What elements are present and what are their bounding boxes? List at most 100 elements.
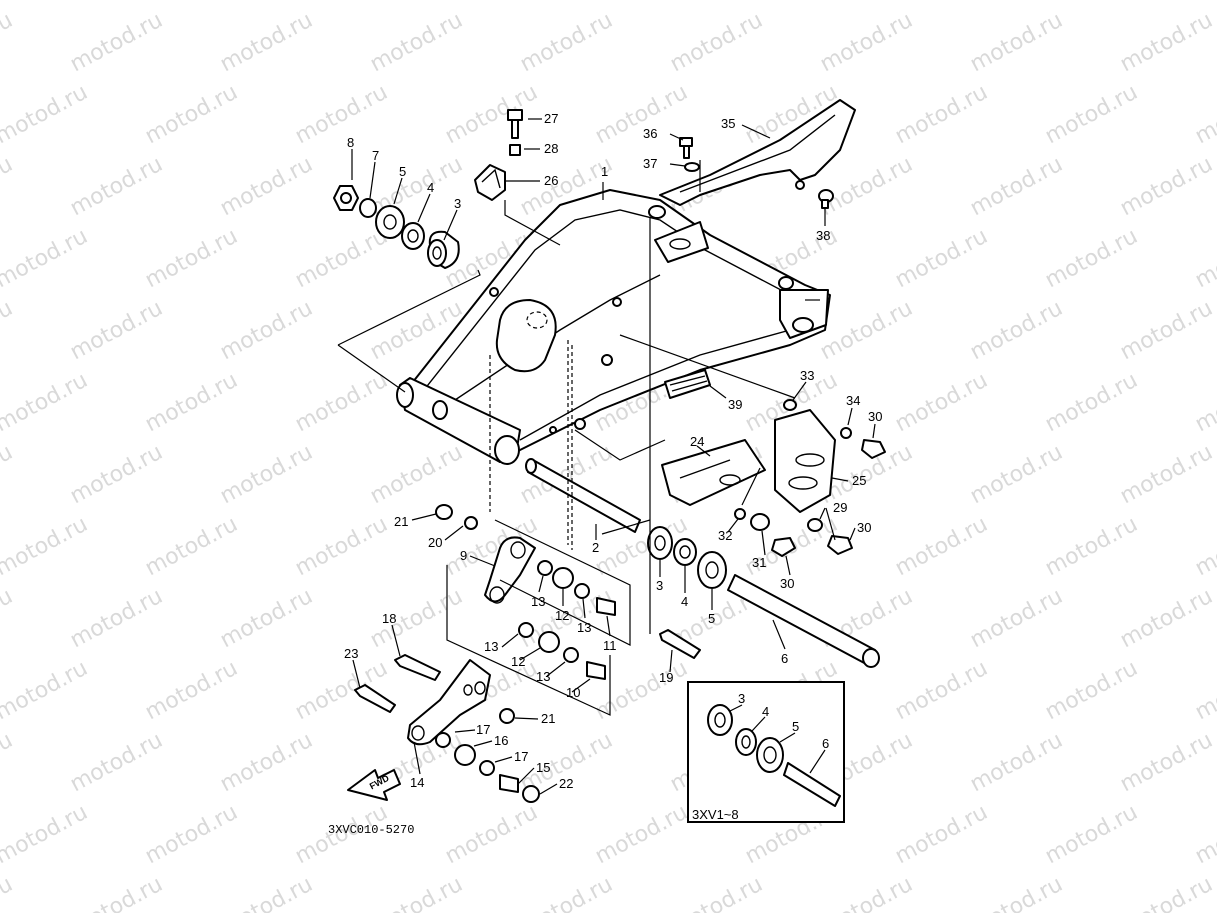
watermark-text: motod.ru <box>0 296 17 365</box>
watermark-text: motod.ru <box>291 512 392 581</box>
watermark-text: motod.ru <box>291 656 392 725</box>
callout-3: 3 <box>454 196 461 211</box>
callout-13: 13 <box>531 594 545 609</box>
watermark-text: motod.ru <box>891 656 992 725</box>
inset-variant-box: 3XV1~8 <box>687 681 845 823</box>
watermark-text: motod.ru <box>0 656 92 725</box>
chain-adjuster <box>661 399 886 557</box>
callout-16: 16 <box>494 733 508 748</box>
watermark-text: motod.ru <box>966 8 1067 77</box>
watermark-text: motod.ru <box>966 872 1067 913</box>
watermark-text: motod.ru <box>0 800 92 869</box>
watermark-text: motod.ru <box>1041 800 1142 869</box>
callout-29: 29 <box>833 500 847 515</box>
callout-25: 25 <box>852 473 866 488</box>
watermark-text: motod.ru <box>0 224 92 293</box>
watermark-text: motod.ru <box>891 0 992 5</box>
callout-32: 32 <box>718 528 732 543</box>
watermark-text: motod.ru <box>0 0 92 5</box>
watermark-text: motod.ru <box>216 8 317 77</box>
watermark-text: motod.ru <box>0 80 92 149</box>
watermark-text: motod.ru <box>591 80 692 149</box>
watermark-text: motod.ru <box>141 800 242 869</box>
watermark-text: motod.ru <box>66 584 167 653</box>
relay-arm <box>484 536 616 680</box>
watermark-text: motod.ru <box>1191 80 1217 149</box>
watermark-text: motod.ru <box>1041 224 1142 293</box>
callout-30: 30 <box>868 409 882 424</box>
watermark-text: motod.ru <box>216 872 317 913</box>
watermark-text: motod.ru <box>1041 368 1142 437</box>
callout-21: 21 <box>394 514 408 529</box>
callout-33: 33 <box>800 368 814 383</box>
connecting-rod <box>354 504 701 803</box>
watermark-text: motod.ru <box>591 800 692 869</box>
callout-4: 4 <box>681 594 688 609</box>
watermark-text: motod.ru <box>1116 440 1217 509</box>
watermark-text: motod.ru <box>891 80 992 149</box>
watermark-text: motod.ru <box>1191 368 1217 437</box>
chain-guard <box>659 99 856 206</box>
watermark-text: motod.ru <box>891 512 992 581</box>
watermark-text: motod.ru <box>141 512 242 581</box>
watermark-text: motod.ru <box>1041 512 1142 581</box>
watermark-text: motod.ru <box>1116 584 1217 653</box>
pivot-shaft <box>525 458 641 533</box>
watermark-text: motod.ru <box>66 8 167 77</box>
watermark-text: motod.ru <box>366 8 467 77</box>
watermark-text: motod.ru <box>291 0 392 5</box>
fwd-arrow: FWD <box>347 769 401 801</box>
watermark-text: motod.ru <box>441 800 542 869</box>
watermark-text: motod.ru <box>1041 80 1142 149</box>
watermark-text: motod.ru <box>366 872 467 913</box>
watermark-text: motod.ru <box>1191 800 1217 869</box>
watermark-text: motod.ru <box>1041 656 1142 725</box>
watermark-text: motod.ru <box>816 8 917 77</box>
pivot-bearing-stack-left <box>333 185 460 269</box>
watermark-text: motod.ru <box>366 440 467 509</box>
swingarm <box>396 189 831 465</box>
watermark-text: motod.ru <box>1041 0 1142 5</box>
callout-17: 17 <box>476 722 490 737</box>
watermark-text: motod.ru <box>216 728 317 797</box>
watermark-text: motod.ru <box>816 152 917 221</box>
callout-35: 35 <box>721 116 735 131</box>
callout-5: 5 <box>708 611 715 626</box>
callout-27: 27 <box>544 111 558 126</box>
watermark-text: motod.ru <box>666 872 767 913</box>
watermark-text: motod.ru <box>0 584 17 653</box>
watermark-text: motod.ru <box>66 296 167 365</box>
callout-22: 22 <box>559 776 573 791</box>
watermark-text: motod.ru <box>441 0 542 5</box>
callout-17: 17 <box>514 749 528 764</box>
watermark-text: motod.ru <box>966 728 1067 797</box>
watermark-text: motod.ru <box>741 0 842 5</box>
pivot-bearing-stack-right <box>647 526 880 668</box>
watermark-text: motod.ru <box>291 224 392 293</box>
watermark-text: motod.ru <box>966 296 1067 365</box>
watermark-text: motod.ru <box>66 872 167 913</box>
inset-label: 3XV1~8 <box>692 807 739 822</box>
watermark-text: motod.ru <box>0 440 17 509</box>
callout-19: 19 <box>659 670 673 685</box>
callout-20: 20 <box>428 535 442 550</box>
watermark-text: motod.ru <box>291 80 392 149</box>
callout-14: 14 <box>410 775 424 790</box>
callout-5: 5 <box>399 164 406 179</box>
watermark-text: motod.ru <box>1191 656 1217 725</box>
watermark-text: motod.ru <box>0 728 17 797</box>
callout-13: 13 <box>536 669 550 684</box>
watermark-text: motod.ru <box>516 872 617 913</box>
watermark-text: motod.ru <box>591 0 692 5</box>
callout-24: 24 <box>690 434 704 449</box>
callout-8: 8 <box>347 135 354 150</box>
callout-9: 9 <box>460 548 467 563</box>
callout-15: 15 <box>536 760 550 775</box>
inset-callout-6: 6 <box>822 736 829 751</box>
watermark-text: motod.ru <box>966 440 1067 509</box>
watermark-text: motod.ru <box>1116 152 1217 221</box>
callout-30: 30 <box>780 576 794 591</box>
watermark-text: motod.ru <box>666 8 767 77</box>
watermark-text: motod.ru <box>0 512 92 581</box>
